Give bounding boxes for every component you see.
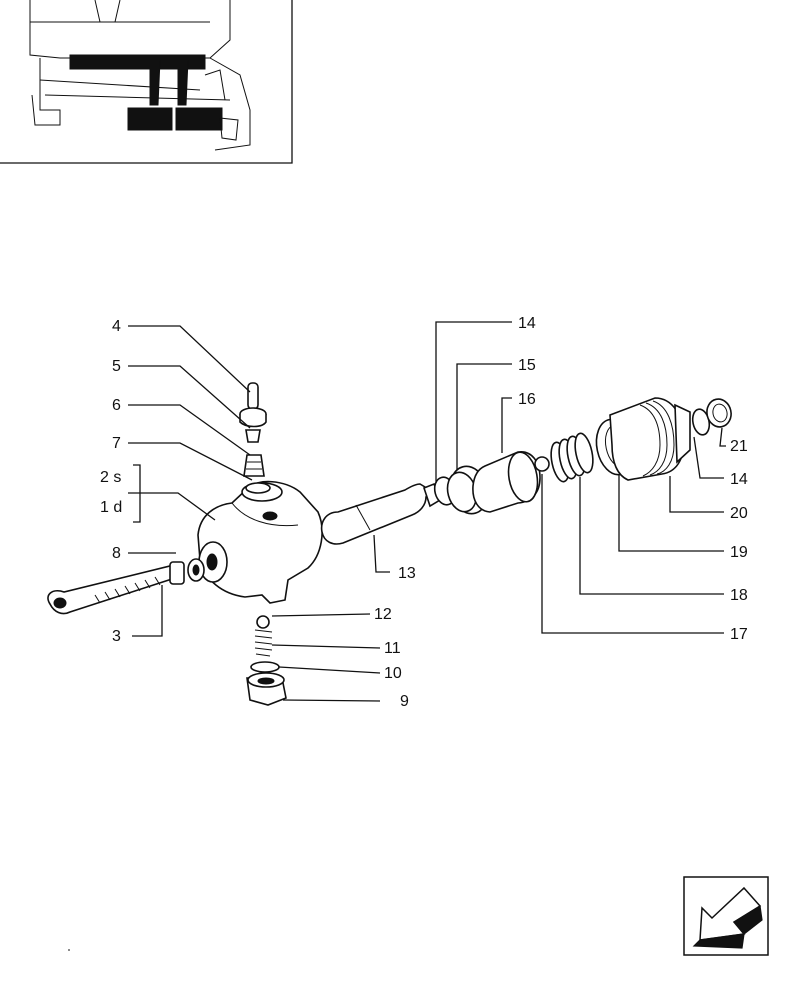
callout-labels: 4 5 6 7 2 s 1 d 8 3 12 11 10 9 13 14 15 …	[100, 315, 748, 710]
sleeve-16	[472, 451, 541, 513]
label-6: 6	[112, 397, 121, 414]
label-18: 18	[730, 587, 748, 604]
piston-13	[320, 482, 441, 545]
label-19: 19	[730, 544, 748, 561]
arrow-back-left-icon	[692, 886, 763, 949]
label-11: 11	[384, 640, 401, 657]
ball-17	[534, 456, 550, 472]
label-4: 4	[112, 318, 121, 335]
label-7: 7	[112, 435, 121, 452]
label-12: 12	[374, 606, 392, 623]
location-inset	[0, 0, 293, 164]
label-16: 16	[518, 391, 536, 408]
spring-18	[550, 432, 594, 483]
label-17: 17	[730, 626, 748, 643]
label-1d: 1 d	[100, 499, 122, 516]
label-15: 15	[518, 357, 536, 374]
label-3: 3	[112, 628, 121, 645]
back-nav-button[interactable]	[683, 876, 769, 956]
label-5: 5	[112, 358, 121, 375]
bottom-plug-parts	[246, 615, 287, 706]
label-21: 21	[730, 438, 748, 455]
label-13: 13	[398, 565, 416, 582]
threaded-plug-20	[609, 397, 691, 481]
leader-lines	[128, 321, 726, 702]
label-10: 10	[384, 665, 402, 682]
top-plunger-parts	[239, 382, 271, 494]
valve-body	[197, 480, 323, 604]
speck	[68, 949, 70, 951]
adjuster-rod-3	[47, 558, 205, 615]
label-20: 20	[730, 505, 748, 522]
ring-21	[706, 398, 732, 428]
label-9: 9	[400, 693, 409, 710]
label-2s: 2 s	[100, 469, 121, 486]
label-14-right: 14	[730, 471, 748, 488]
label-8: 8	[112, 545, 121, 562]
label-14-top: 14	[518, 315, 536, 332]
